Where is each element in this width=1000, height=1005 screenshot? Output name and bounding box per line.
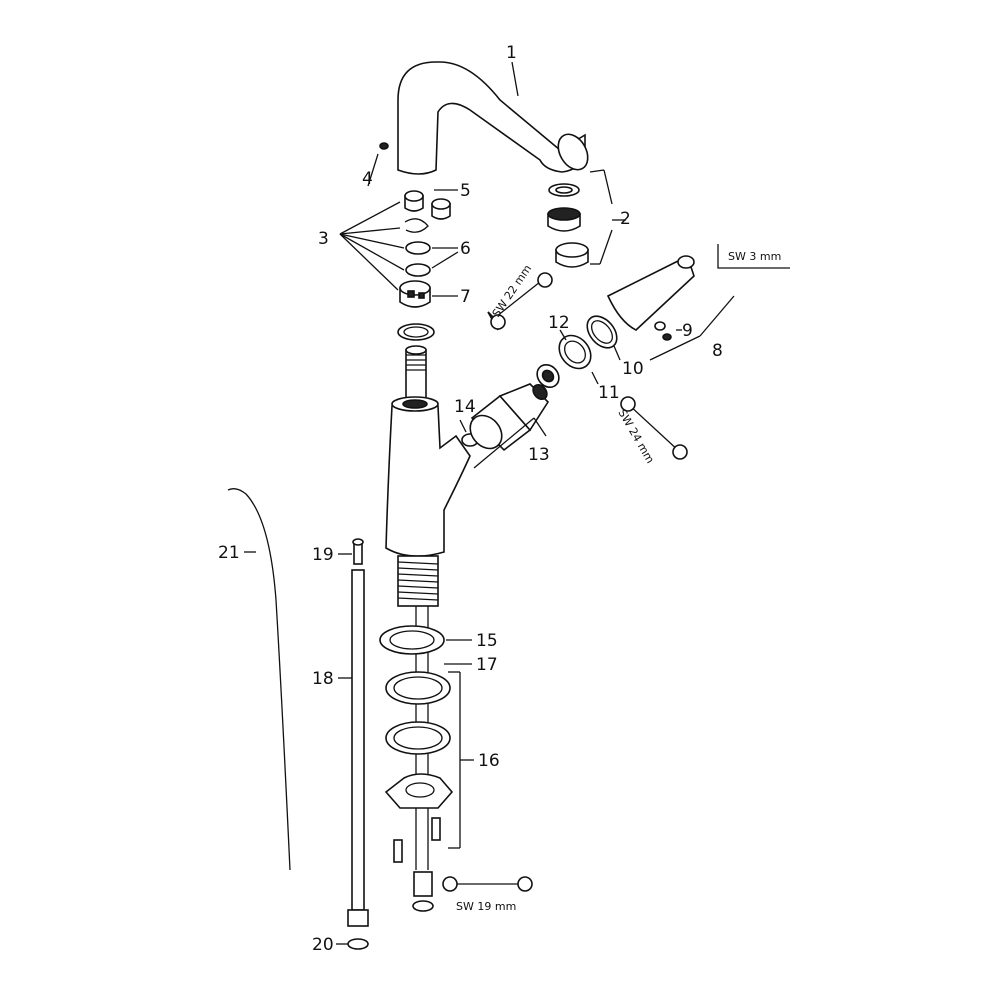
part-21-wire [227, 488, 291, 871]
faucet-body [385, 396, 471, 870]
part-4-screw [379, 142, 389, 150]
part-2-aerator [547, 183, 589, 268]
label-4: 4 [362, 169, 373, 189]
threaded-stub [405, 345, 427, 401]
wrench-sw19-icon [442, 876, 533, 892]
label-14: 14 [454, 397, 476, 417]
wrench-sw24-icon [620, 396, 688, 460]
part-1-spout [397, 61, 589, 175]
part-15-washer [379, 625, 445, 655]
part-16-washers [384, 671, 454, 809]
label-8: 8 [712, 341, 723, 361]
part-10-ring [586, 315, 618, 349]
label-16: 16 [478, 751, 500, 771]
label-1: 1 [506, 43, 517, 63]
tool-label-sw24: SW 24 mm [615, 407, 656, 466]
label-6: 6 [460, 239, 471, 259]
part-8-handle [606, 255, 695, 331]
tool-label-sw3: SW 3 mm [728, 250, 781, 263]
wrench-sw22-icon [487, 272, 553, 331]
label-7: 7 [460, 287, 471, 307]
o-ring-upper-inner [403, 326, 429, 338]
tool-label-sw19: SW 19 mm [456, 900, 516, 913]
label-11: 11 [598, 383, 620, 403]
label-2: 2 [620, 209, 631, 229]
part-11-nut [536, 363, 560, 389]
label-13: 13 [528, 445, 550, 465]
part-12-ring [558, 334, 592, 370]
label-10: 10 [622, 359, 644, 379]
label-5: 5 [460, 181, 471, 201]
hex-key-sw3-icon [717, 244, 790, 269]
part-18-hose [347, 538, 369, 950]
leader-lines [244, 61, 735, 945]
part-5-fittings [404, 190, 451, 220]
part-13-cartridge [469, 383, 550, 452]
part-9-set-screw [662, 333, 672, 341]
label-20: 20 [312, 935, 334, 955]
label-19: 19 [312, 545, 334, 565]
label-3: 3 [318, 229, 329, 249]
shank-threads [397, 561, 439, 601]
mounting-screws [393, 817, 441, 863]
part-7-diverter [399, 280, 431, 308]
label-15: 15 [476, 631, 498, 651]
label-21: 21 [218, 543, 240, 563]
label-9: 9 [682, 321, 693, 341]
central-hose-fitting [412, 871, 434, 912]
part-3-6-rings [404, 218, 431, 277]
label-12: 12 [548, 313, 570, 333]
label-17: 17 [476, 655, 498, 675]
label-18: 18 [312, 669, 334, 689]
